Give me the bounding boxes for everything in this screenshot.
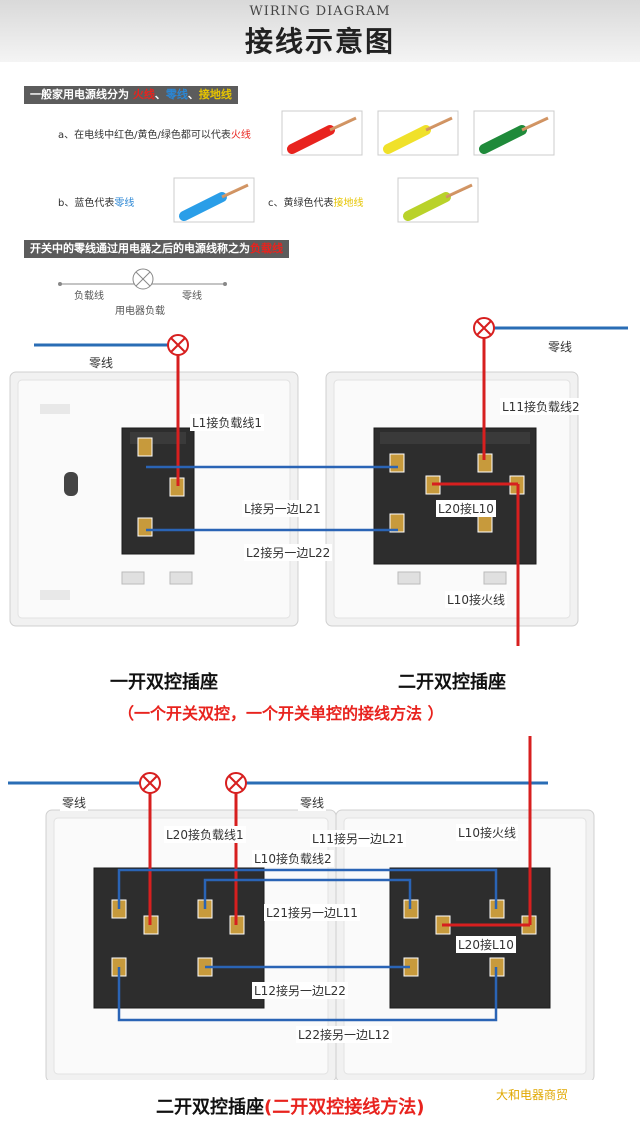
d2-l12-l22-label: L12接另一边L22 <box>252 982 348 999</box>
load-schematic <box>58 268 227 290</box>
diagram-1 <box>9 317 628 646</box>
d1-l-l21-label: L接另一边L21 <box>242 500 323 517</box>
d2-l10-fire-label: L10接火线 <box>456 824 518 841</box>
d2-neutral-mid-label: 零线 <box>298 794 327 811</box>
d1-l1-label: L1接负载线1 <box>190 414 264 431</box>
load-left-label: 负载线 <box>74 291 104 302</box>
d2-l20-l10-label: L20接L10 <box>456 936 516 953</box>
d1-l11-label: L11接负载线2 <box>500 398 582 415</box>
d1-caption-left: 一开双控插座 <box>110 672 218 693</box>
d2-l11-l21-label: L11接另一边L21 <box>310 830 406 847</box>
red-wire-image <box>281 110 363 156</box>
d1-note: （一个开关双控，一个开关单控的接线方法 ） <box>118 704 444 723</box>
l22-l12-wire <box>117 967 498 1022</box>
d2-l22-l12-label: L22接另一边L12 <box>296 1026 392 1043</box>
l11-l21-wire <box>203 878 412 909</box>
green-wire-image <box>473 110 555 156</box>
d2-l20-load1-label: L20接负载线1 <box>164 826 246 843</box>
watermark-text: 大和电器商贸 <box>496 1088 569 1102</box>
load-right-label: 零线 <box>182 291 202 302</box>
d1-caption-right: 二开双控插座 <box>398 672 506 693</box>
lamp-icon <box>473 317 495 339</box>
diagram-2 <box>8 736 595 1080</box>
d2-caption: 二开双控插座(二开双控接线方法) <box>156 1097 425 1118</box>
note-c: c、黄绿色代表接地线 <box>268 198 364 209</box>
d1-l2-l22-label: L2接另一边L22 <box>244 544 333 561</box>
d1-l10-fire-label: L10接火线 <box>445 591 507 608</box>
wire-samples <box>173 110 555 223</box>
d1-neutral-left-label: 零线 <box>87 354 116 371</box>
header-title-zh: 接线示意图 <box>244 25 395 58</box>
lamp-icon <box>225 772 247 794</box>
d2-neutral-left-label: 零线 <box>60 794 89 811</box>
lamp-icon <box>139 772 161 794</box>
d2-l21-l11-label: L21接另一边L11 <box>264 904 360 921</box>
blue-wire-image <box>173 177 255 223</box>
load-line-bar: 开关中的零线通过用电器之后的电源线称之为负载线 <box>24 240 289 258</box>
d2-l10-load2-label: L10接负载线2 <box>252 850 334 867</box>
load-device-label: 用电器负载 <box>115 306 165 317</box>
header-banner <box>0 0 640 62</box>
yellow-green-wire-image <box>397 177 479 223</box>
d1-l20-l10-label: L20接L10 <box>436 500 496 517</box>
note-b: b、蓝色代表零线 <box>58 198 135 209</box>
right-module <box>373 427 537 565</box>
l21-l11-wire <box>117 868 498 909</box>
header-title-en: WIRING DIAGRAM <box>249 4 391 19</box>
yellow-wire-image <box>377 110 459 156</box>
d1-neutral-right-label: 零线 <box>546 338 575 355</box>
lamp-icon <box>167 334 189 356</box>
wire-types-bar: 一般家用电源线分为 火线、零线、接地线 <box>24 86 238 104</box>
note-a: a、在电线中红色/黄色/绿色都可以代表火线 <box>58 130 251 141</box>
